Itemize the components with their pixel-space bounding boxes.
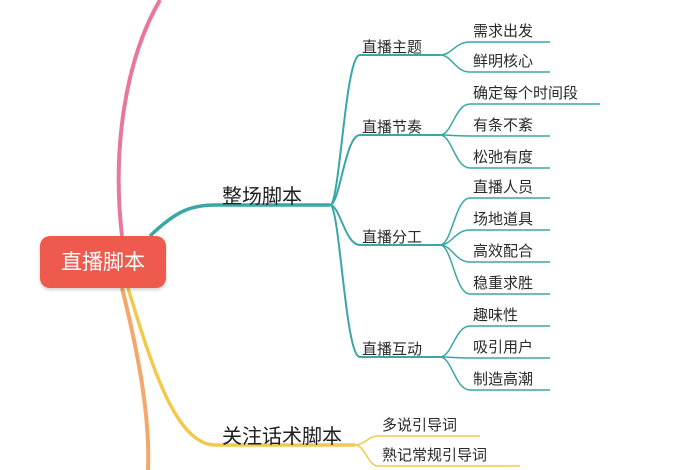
- leaf-line: [354, 435, 480, 446]
- leaf-label: 鲜明核心: [473, 52, 534, 70]
- leaf-label: 松弛有度: [473, 148, 534, 166]
- branch-line-pink: [116, 0, 162, 237]
- leaf-label: 多说引导词: [382, 416, 458, 434]
- leaf-line: [439, 197, 550, 246]
- leaf-label: 直播人员: [473, 178, 534, 196]
- topic-line-4: [329, 204, 440, 358]
- leaf-label: 有条不紊: [473, 116, 534, 134]
- leaf-label: 吸引用户: [473, 338, 534, 356]
- topic-line-3: [329, 204, 440, 246]
- leaf-label: 场地道具: [473, 210, 534, 228]
- topic-line-2: [329, 134, 440, 206]
- leaf-line: [439, 134, 550, 169]
- leaf-line: [439, 41, 550, 56]
- branch-line-main-2: [126, 287, 355, 447]
- leaf-label: 确定每个时间段: [473, 84, 579, 102]
- topic-label: 直播分工: [362, 228, 423, 246]
- leaf-line: [439, 356, 550, 359]
- leaf-label: 需求出发: [473, 22, 534, 40]
- leaf-line: [439, 54, 550, 73]
- leaf-label: 熟记常规引导词: [382, 446, 488, 464]
- leaf-label: 制造高潮: [473, 370, 534, 388]
- topic-line-1: [329, 54, 440, 206]
- branch-label-full-script: 整场脚本: [222, 184, 302, 208]
- branch-label-follow-script: 关注话术脚本: [222, 424, 342, 448]
- leaf-label: 稳重求胜: [473, 274, 534, 292]
- topic-label: 直播主题: [362, 38, 423, 56]
- leaf-line: [439, 229, 550, 246]
- leaf-label: 高效配合: [473, 242, 534, 260]
- leaf-line: [439, 244, 550, 295]
- leaf-label: 趣味性: [473, 306, 519, 324]
- leaf-line: [439, 356, 550, 391]
- root-node: 直播脚本: [40, 236, 166, 288]
- branch-line-orange: [120, 287, 151, 470]
- topic-label: 直播互动: [362, 340, 423, 358]
- leaf-line: [439, 134, 550, 137]
- leaf-line: [439, 325, 550, 358]
- branch-line-main-1: [148, 203, 330, 238]
- topic-label: 直播节奏: [362, 118, 423, 136]
- leaf-line: [354, 444, 520, 467]
- leaf-line: [439, 103, 600, 136]
